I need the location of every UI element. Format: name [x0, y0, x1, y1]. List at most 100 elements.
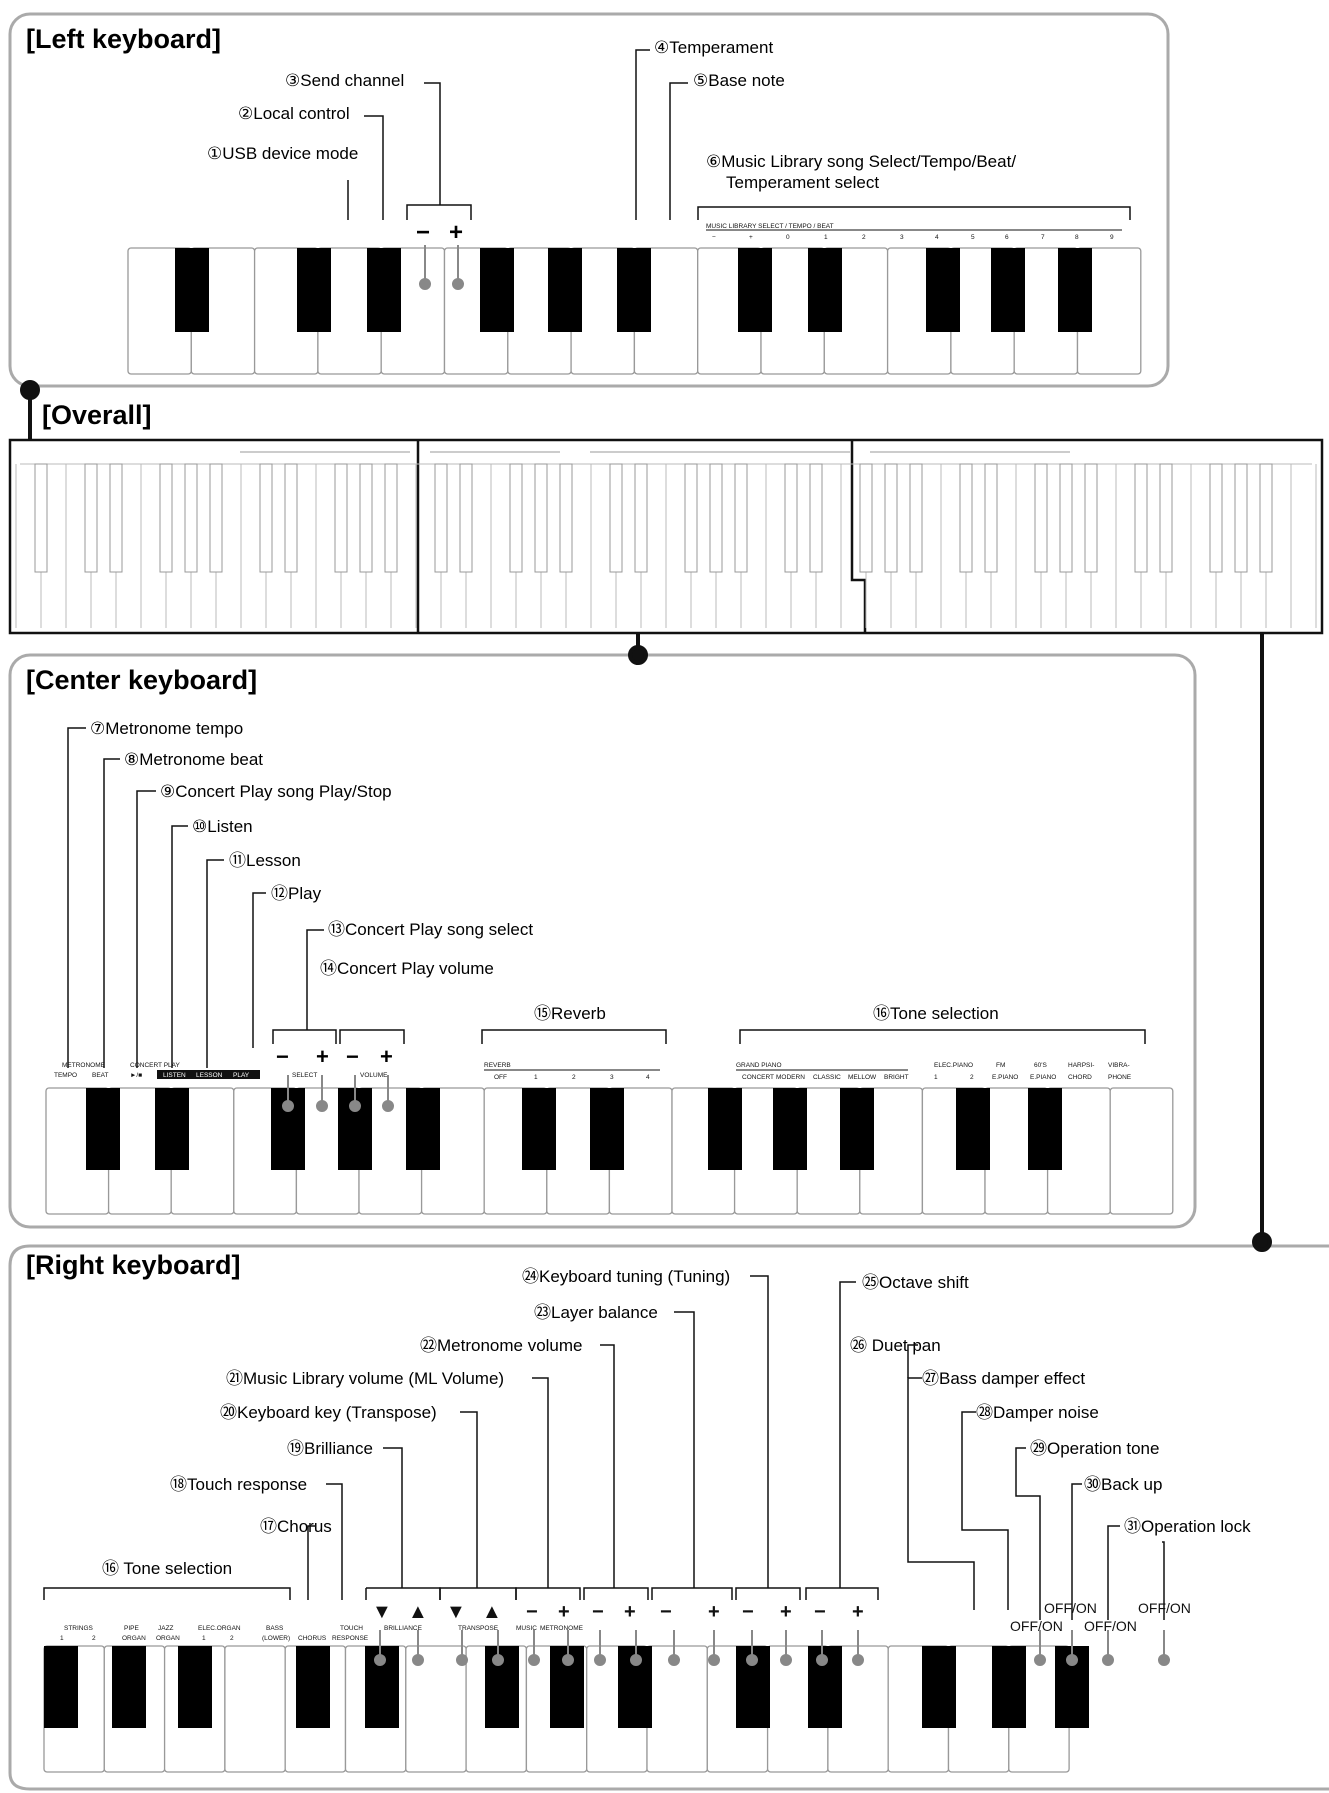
svg-text:GRAND PIANO: GRAND PIANO: [736, 1062, 782, 1069]
label-operation-lock: ㉛Operation lock: [1124, 1517, 1251, 1536]
overall-black-key: [1059, 463, 1073, 573]
label-octave-shift: ㉕Octave shift: [862, 1273, 969, 1292]
marker-dot: [528, 1654, 540, 1666]
cp-volume-minus-plus: −: [346, 1044, 359, 1069]
black-key: [480, 248, 514, 332]
overall-black-key: [1084, 463, 1098, 573]
overall-black-key: [34, 463, 48, 573]
label-temperament: ④Temperament: [654, 38, 773, 57]
overall-black-key: [1209, 463, 1223, 573]
label-local-control: ②Local control: [238, 104, 350, 123]
overall-black-key: [809, 463, 823, 573]
overall-black-key: [709, 463, 723, 573]
overall-black-key: [284, 463, 298, 573]
svg-text:VOLUME: VOLUME: [360, 1072, 388, 1079]
svg-text:8: 8: [1075, 234, 1079, 241]
black-key: [808, 248, 842, 332]
svg-text:E.PIANO: E.PIANO: [1030, 1074, 1056, 1081]
label-metronome-tempo: ⑦Metronome tempo: [90, 719, 243, 738]
svg-text:LESSON: LESSON: [196, 1072, 223, 1079]
svg-text:1: 1: [60, 1635, 64, 1642]
overall-black-key: [209, 463, 223, 573]
off-on-labels: OFF/ON OFF/ON OFF/ON OFF/ON: [1010, 1600, 1191, 1634]
marker-dot: [562, 1654, 574, 1666]
right-keyboard-frame: [8, 1244, 1329, 1791]
svg-text:MELLOW: MELLOW: [848, 1074, 877, 1081]
svg-text:+: +: [380, 1044, 393, 1069]
label-lesson: ⑪Lesson: [229, 851, 301, 870]
center-keyboard: [45, 1087, 1174, 1215]
overall-black-key: [84, 463, 98, 573]
svg-text:OFF/ON: OFF/ON: [1084, 1618, 1137, 1634]
overall-black-key: [609, 463, 623, 573]
marker-dot: [374, 1654, 386, 1666]
send-channel-minus: −: [416, 219, 430, 246]
svg-text:STRINGS: STRINGS: [64, 1625, 94, 1632]
black-key: [840, 1088, 874, 1170]
svg-text:ELEC.PIANO: ELEC.PIANO: [934, 1062, 973, 1069]
label-tone-selection-right: ⑯ Tone selection: [102, 1559, 232, 1578]
overall-title: [Overall]: [42, 400, 152, 430]
svg-text:(LOWER): (LOWER): [262, 1635, 290, 1642]
svg-text:2: 2: [862, 234, 866, 241]
right-keyboard-title: [Right keyboard]: [26, 1250, 241, 1280]
right-symbols: ▼ ▲ ▼ ▲ − + − + − + − + − +: [372, 1601, 864, 1623]
svg-text:BEAT: BEAT: [92, 1072, 109, 1079]
svg-text:OFF/ON: OFF/ON: [1010, 1618, 1063, 1634]
marker-dot: [1034, 1654, 1046, 1666]
black-key: [297, 248, 331, 332]
center-button-markers: [282, 1075, 394, 1112]
left-keyboard-frame: [8, 12, 1170, 388]
svg-text:+: +: [780, 1601, 792, 1623]
svg-text:CONCERT: CONCERT: [742, 1074, 774, 1081]
left-keyboard-title: [Left keyboard]: [26, 24, 221, 54]
svg-text:MODERN: MODERN: [776, 1074, 805, 1081]
overall-black-key: [159, 463, 173, 573]
black-key: [367, 248, 401, 332]
svg-text:9: 9: [1110, 234, 1114, 241]
overall-black-key: [434, 463, 448, 573]
black-key: [1028, 1088, 1062, 1170]
overall-keyboard: [8, 438, 1324, 635]
svg-text:2: 2: [572, 1074, 576, 1081]
black-key: [708, 1088, 742, 1170]
svg-text:+: +: [852, 1601, 864, 1623]
svg-text:−: −: [814, 1601, 826, 1623]
black-key: [590, 1088, 624, 1170]
black-key: [86, 1088, 120, 1170]
left-leader-lines: [347, 49, 1131, 220]
label-back-up: ㉚Back up: [1084, 1475, 1162, 1494]
overall-black-key: [859, 463, 873, 573]
label-keyboard-tuning: ㉔Keyboard tuning (Tuning): [522, 1267, 730, 1286]
black-key: [956, 1088, 990, 1170]
svg-text:REVERB: REVERB: [484, 1062, 511, 1069]
overall-black-key: [1234, 463, 1248, 573]
svg-text:TRANSPOSE: TRANSPOSE: [458, 1625, 499, 1632]
svg-text:+: +: [558, 1601, 570, 1623]
svg-text:▼: ▼: [372, 1601, 392, 1623]
svg-text:2: 2: [970, 1074, 974, 1081]
svg-text:1: 1: [934, 1074, 938, 1081]
black-key: [922, 1646, 956, 1728]
black-key: [44, 1646, 78, 1728]
label-touch-response: ⑱Touch response: [170, 1475, 307, 1494]
black-key: [926, 248, 960, 332]
label-metronome-beat: ⑧Metronome beat: [124, 750, 263, 769]
overall-black-key: [984, 463, 998, 573]
overall-black-key: [184, 463, 198, 573]
label-base-note: ⑤Base note: [693, 71, 785, 90]
label-keyboard-key-transpose: ⑳Keyboard key (Transpose): [220, 1403, 437, 1422]
label-concert-play-song-select: ⑬Concert Play song select: [328, 920, 533, 939]
overall-black-key: [1159, 463, 1173, 573]
svg-text:+: +: [624, 1601, 636, 1623]
svg-text:METRONOME: METRONOME: [540, 1625, 584, 1632]
marker-dot: [630, 1654, 642, 1666]
svg-text:−: −: [526, 1601, 538, 1623]
overall-black-key: [459, 463, 473, 573]
black-key: [773, 1088, 807, 1170]
svg-text:2: 2: [230, 1635, 234, 1642]
marker-dot: [594, 1654, 606, 1666]
svg-text:PLAY: PLAY: [233, 1072, 250, 1079]
black-key: [991, 248, 1025, 332]
